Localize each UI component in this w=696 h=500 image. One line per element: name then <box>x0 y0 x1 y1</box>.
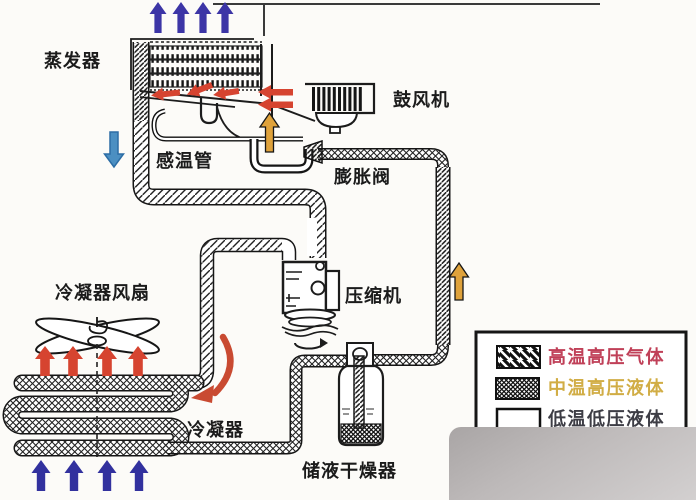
blower-unit <box>305 82 376 134</box>
refrigerant-up-arrow-icon <box>258 111 281 153</box>
compressor-pulley <box>281 308 339 350</box>
label-condenser-fan: 冷凝器风扇 <box>55 283 150 303</box>
compressor-unit <box>281 260 341 350</box>
legend-label-high-pressure-gas: 高温高压气体 <box>548 347 665 367</box>
housing-duct-lines <box>213 3 600 36</box>
condenser-fan-airflow-arrows <box>35 346 148 376</box>
evaporator-coil-fins <box>149 45 263 88</box>
liquid-line-riser <box>318 148 451 366</box>
watermark-overlay <box>449 427 696 500</box>
suction-pipe <box>132 42 327 258</box>
label-evaporator: 蒸发器 <box>44 51 101 71</box>
up-arrow-icon <box>149 2 167 33</box>
up-arrow-icon <box>64 460 84 491</box>
label-compressor: 压缩机 <box>345 286 402 306</box>
expansion-valve-body <box>303 139 323 165</box>
left-arrow-icon <box>258 97 293 112</box>
up-arrow-icon <box>128 346 148 376</box>
left-arrow-icon <box>186 82 214 97</box>
legend-label-low-pressure-liquid: 低温低压液体 <box>548 409 665 429</box>
condenser-fan-unit <box>35 317 160 461</box>
evaporator-unit <box>130 38 316 142</box>
up-arrow-icon <box>63 346 83 376</box>
up-arrow-icon <box>194 2 212 33</box>
refrigerant-up-arrow-icon <box>448 261 470 301</box>
up-arrow-icon <box>216 2 234 33</box>
discharge-pipe <box>186 237 297 390</box>
up-arrow-icon <box>35 346 55 376</box>
up-arrow-icon <box>31 460 51 491</box>
airflow-arrows-top <box>149 2 234 33</box>
sensing-tube-line <box>151 108 303 142</box>
pickup-tube <box>353 355 365 429</box>
flow-direction-curved-arrow <box>191 333 234 403</box>
left-arrow-icon <box>213 86 240 100</box>
label-blower: 鼓风机 <box>393 90 450 110</box>
up-arrow-icon <box>129 460 149 491</box>
up-arrow-icon <box>97 460 117 491</box>
up-arrow-icon <box>97 346 117 376</box>
condenser-outlet-pipe <box>168 354 348 455</box>
label-condenser: 冷凝器 <box>187 420 244 440</box>
left-arrow-icon <box>258 85 293 99</box>
condenser-coil <box>2 374 205 457</box>
label-receiver-drier: 储液干燥器 <box>302 461 397 481</box>
left-arrow-icon <box>151 87 181 101</box>
blower-grille <box>312 87 362 111</box>
up-arrow-icon <box>172 2 190 33</box>
label-sensing-tube: 感温管 <box>156 151 213 171</box>
evaporator-airflow-arrows <box>151 82 293 112</box>
receiver-drier-unit <box>337 342 385 447</box>
airflow-arrows-bottom <box>31 460 149 491</box>
legend-swatch-high-pressure-gas <box>496 345 541 369</box>
expansion-valve-assembly <box>249 139 323 174</box>
legend-label-medium-pressure-liquid: 中温高压液体 <box>548 378 665 398</box>
legend-swatch-medium-pressure-liquid <box>495 377 540 400</box>
down-arrow-icon <box>103 131 125 169</box>
label-expansion-valve: 膨胀阀 <box>334 167 391 187</box>
